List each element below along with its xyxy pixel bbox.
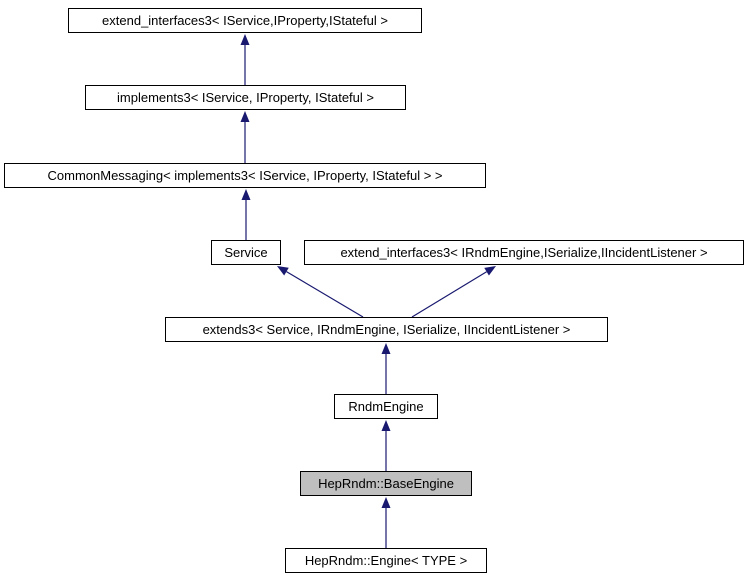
class-node-service[interactable]: Service <box>211 240 281 265</box>
inheritance-arrowhead-icon <box>277 266 289 276</box>
inheritance-arrowhead-icon <box>381 497 391 508</box>
inheritance-edge-extends3-to-extend-interfaces3-irndmengine <box>411 271 487 318</box>
class-node-implements3[interactable]: implements3< IService, IProperty, IState… <box>85 85 406 110</box>
inheritance-arrowhead-icon <box>240 111 250 122</box>
inheritance-edge-extends3-to-service <box>286 271 364 318</box>
inheritance-arrowhead-icon <box>240 34 250 45</box>
class-node-rndm-engine[interactable]: RndmEngine <box>334 394 438 419</box>
class-node-heprndm-base-engine: HepRndm::BaseEngine <box>300 471 472 496</box>
inheritance-arrowhead-icon <box>381 343 391 354</box>
inheritance-arrowhead-icon <box>484 266 496 276</box>
inheritance-arrowhead-icon <box>241 189 251 200</box>
class-node-heprndm-engine-type[interactable]: HepRndm::Engine< TYPE > <box>285 548 487 573</box>
class-node-extend-interfaces3-irndmengine[interactable]: extend_interfaces3< IRndmEngine,ISeriali… <box>304 240 744 265</box>
inheritance-arrowhead-icon <box>381 420 391 431</box>
class-node-extend-interfaces3-iservice[interactable]: extend_interfaces3< IService,IProperty,I… <box>68 8 422 33</box>
class-node-common-messaging[interactable]: CommonMessaging< implements3< IService, … <box>4 163 486 188</box>
class-node-extends3[interactable]: extends3< Service, IRndmEngine, ISeriali… <box>165 317 608 342</box>
